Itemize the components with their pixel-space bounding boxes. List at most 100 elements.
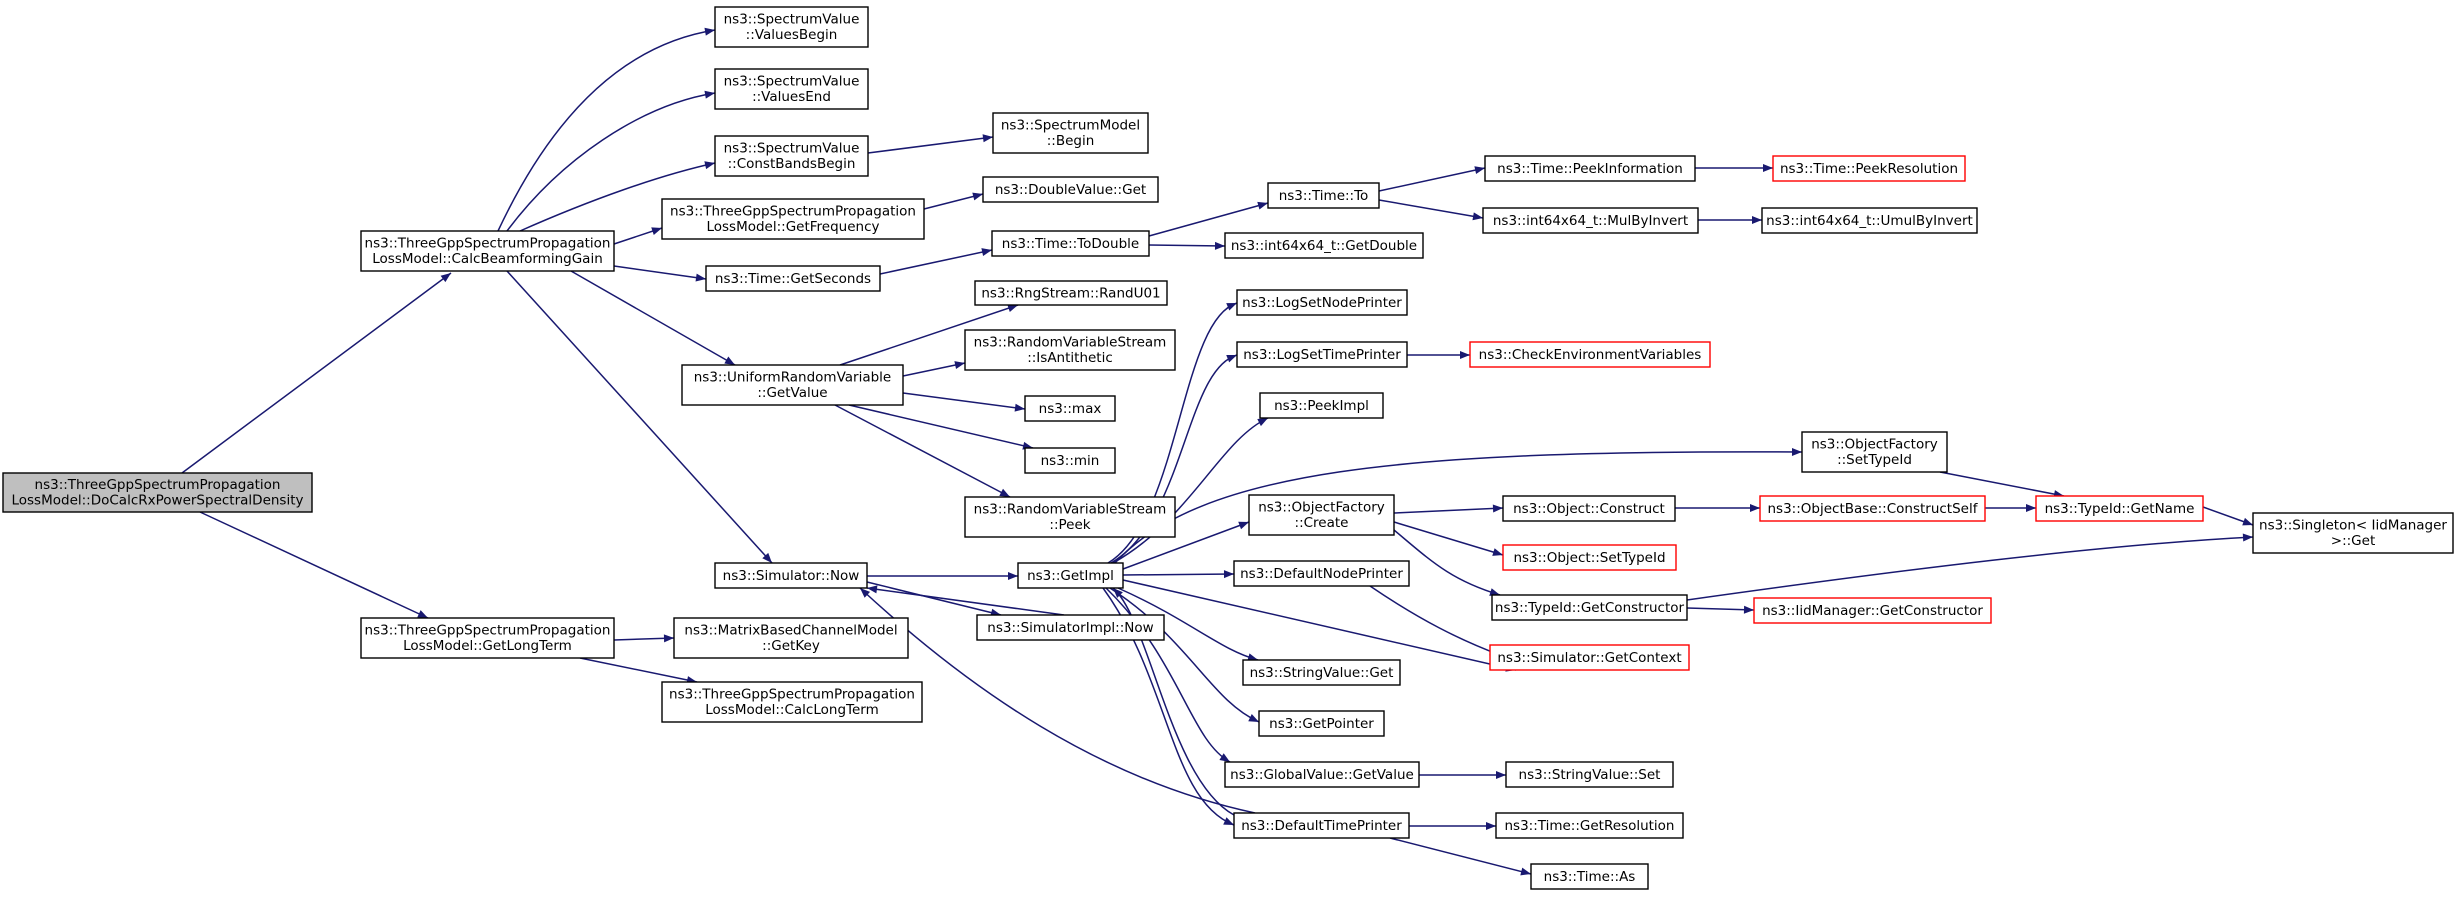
node-simNow[interactable]: ns3::Simulator::Now [714,562,868,589]
node-defaultNodePrinter[interactable]: ns3::DefaultNodePrinter [1233,560,1410,587]
node-objectConstruct[interactable]: ns3::Object::Construct [1502,495,1676,522]
node-spectrumModelBegin[interactable]: ns3::SpectrumModel::Begin [992,112,1149,154]
node-objectSetTypeId[interactable]: ns3::Object::SetTypeId [1502,544,1677,571]
node-getLongTerm[interactable]: ns3::ThreeGppSpectrumPropagationLossMode… [360,617,615,659]
node-label: ns3::Time::GetSeconds [715,271,871,287]
edge-getFrequency-to-doubleValueGet [923,192,984,210]
node-doubleValueGet[interactable]: ns3::DoubleValue::Get [982,176,1159,203]
edge-mulByInvert-to-umulByInvert [1698,216,1762,224]
node-calcLongTerm[interactable]: ns3::ThreeGppSpectrumPropagationLossMode… [661,681,923,723]
node-box [964,329,1176,371]
edge-logSetTimePrinter-to-checkEnv [1407,351,1470,359]
arrowhead-icon [2242,517,2253,526]
node-box [982,176,1159,203]
arrowhead-icon [860,588,871,598]
node-stringValueSet[interactable]: ns3::StringValue::Set [1505,761,1674,788]
node-label: ns3::min [1041,453,1100,469]
node-logSetNodePrinter[interactable]: ns3::LogSetNodePrinter [1236,289,1408,316]
node-box [1248,494,1395,536]
edge-getLongTerm-to-matrixGetKey [613,634,675,643]
node-label: ns3::int64x64_t::MulByInvert [1493,213,1688,229]
node-getDouble[interactable]: ns3::int64x64_t::GetDouble [1224,232,1424,259]
node-peekResolution[interactable]: ns3::Time::PeekResolution [1772,155,1966,182]
node-box [1259,392,1384,419]
arrowhead-icon [999,488,1010,497]
node-valuesEnd[interactable]: ns3::SpectrumValue::ValuesEnd [714,68,869,110]
node-label: ns3::StringValue::Set [1519,767,1661,783]
node-min[interactable]: ns3::min [1024,447,1116,474]
node-label: ns3::RandomVariableStream [974,502,1167,518]
node-typeIdGetName[interactable]: ns3::TypeId::GetName [2035,495,2204,522]
node-valuesBegin[interactable]: ns3::SpectrumValue::ValuesBegin [714,6,869,48]
node-box [974,280,1168,306]
node-getFrequency[interactable]: ns3::ThreeGppSpectrumPropagationLossMode… [661,198,925,240]
node-randU01[interactable]: ns3::RngStream::RandU01 [974,280,1168,306]
node-box [1258,710,1385,737]
arrowhead-icon [1492,548,1503,556]
node-label: ns3::LogSetNodePrinter [1242,295,1402,311]
node-stringValueGet[interactable]: ns3::StringValue::Get [1242,659,1401,686]
node-label: LossModel::GetLongTerm [403,638,572,654]
node-defaultTimePrinter[interactable]: ns3::DefaultTimePrinter [1233,812,1410,839]
edge-root-to-getLongTerm [199,511,429,619]
node-calcBeam[interactable]: ns3::ThreeGppSpectrumPropagationLossMode… [360,230,615,272]
arrowhead-icon [1257,201,1268,210]
node-box [2252,512,2454,554]
node-uniformGetValue[interactable]: ns3::UniformRandomVariable::GetValue [681,364,904,406]
node-timeTo[interactable]: ns3::Time::To [1267,182,1380,209]
node-iidGetConstructor[interactable]: ns3::IidManager::GetConstructor [1753,597,1992,624]
node-label: ns3::TypeId::GetConstructor [1495,600,1685,616]
arrowhead-icon [651,227,662,235]
edge-uniformGetValue-to-randU01 [839,304,1019,366]
node-box [2035,495,2204,522]
arrowhead-icon [1489,588,1500,596]
node-logSetTimePrinter[interactable]: ns3::LogSetTimePrinter [1236,341,1408,368]
node-max[interactable]: ns3::max [1024,395,1116,422]
node-label: LossModel::CalcBeamformingGain [372,251,603,267]
edge-getLongTerm-to-calcLongTerm [579,657,698,684]
edge-getImpl-to-peekImpl [1112,417,1269,564]
node-label: ns3::RngStream::RandU01 [981,285,1160,301]
node-simImplNow[interactable]: ns3::SimulatorImpl::Now [976,614,1165,641]
node-ofSetTypeId[interactable]: ns3::ObjectFactory::SetTypeId [1801,431,1948,473]
edge-getImpl-to-ofCreate [1122,521,1250,570]
node-ofCreate[interactable]: ns3::ObjectFactory::Create [1248,494,1395,536]
node-umulByInvert[interactable]: ns3::int64x64_t::UmulByInvert [1761,207,1978,234]
node-singletonGet[interactable]: ns3::Singleton< IidManager>::Get [2252,512,2454,554]
node-timeAs[interactable]: ns3::Time::As [1530,863,1649,890]
node-isAntithetic[interactable]: ns3::RandomVariableStream::IsAntithetic [964,329,1176,371]
edge-timeToDouble-to-timeTo [1148,201,1269,237]
edge-defaultNodePrinter-to-simGetContext [1369,585,1501,656]
node-constBandsBegin[interactable]: ns3::SpectrumValue::ConstBandsBegin [714,135,869,177]
node-peekImpl[interactable]: ns3::PeekImpl [1259,392,1384,419]
node-label: ns3::ThreeGppSpectrumPropagation [365,236,611,252]
node-typeIdGetConstructor[interactable]: ns3::TypeId::GetConstructor [1491,594,1688,621]
node-label: ns3::int64x64_t::GetDouble [1231,238,1417,254]
edge-getImpl-to-simGetContext [1122,579,1517,672]
node-globalValueGetValue[interactable]: ns3::GlobalValue::GetValue [1224,761,1420,788]
node-label: >::Get [2331,533,2375,549]
node-label: ns3::SpectrumValue [724,12,860,28]
node-label: ns3::max [1039,401,1102,417]
node-constructSelf[interactable]: ns3::ObjectBase::ConstructSelf [1759,495,1986,522]
node-peekInformation[interactable]: ns3::Time::PeekInformation [1484,155,1696,182]
node-rvsPeek[interactable]: ns3::RandomVariableStream::Peek [964,496,1176,538]
node-getPointer[interactable]: ns3::GetPointer [1258,710,1385,737]
node-getImpl[interactable]: ns3::GetImpl [1017,562,1124,589]
node-box [661,681,923,723]
node-checkEnv[interactable]: ns3::CheckEnvironmentVariables [1469,341,1711,368]
arrowhead-icon [972,192,983,201]
node-timeToDouble[interactable]: ns3::Time::ToDouble [991,230,1150,257]
arrowhead-icon [663,634,674,643]
node-simGetContext[interactable]: ns3::Simulator::GetContext [1489,644,1690,671]
node-box [661,198,925,240]
edge-getSeconds-to-timeToDouble [879,248,993,275]
node-box [1484,155,1696,182]
edge-calcBeam-to-simNow [506,270,773,564]
node-getSeconds[interactable]: ns3::Time::GetSeconds [705,265,881,292]
node-box [1017,562,1124,589]
node-label: ns3::CheckEnvironmentVariables [1479,347,1702,363]
node-matrixGetKey[interactable]: ns3::MatrixBasedChannelModel::GetKey [673,617,909,659]
node-mulByInvert[interactable]: ns3::int64x64_t::MulByInvert [1482,207,1699,234]
node-timeGetResolution[interactable]: ns3::Time::GetResolution [1495,812,1684,839]
